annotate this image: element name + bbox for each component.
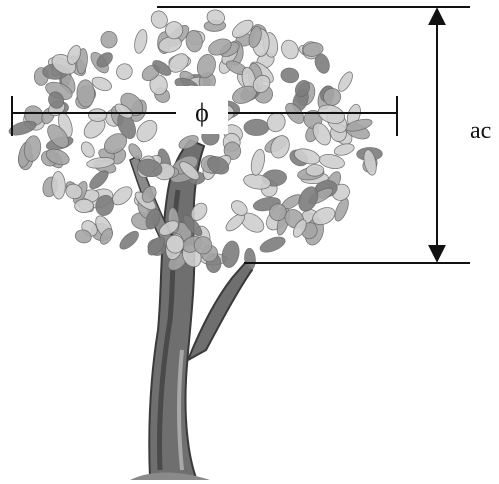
leaf <box>336 70 356 94</box>
tree-illustration <box>7 8 382 480</box>
tree-leaves <box>7 8 382 274</box>
leaf <box>133 28 150 54</box>
leaf <box>268 133 293 161</box>
leaf <box>79 140 97 160</box>
leaf <box>280 67 299 84</box>
leaf <box>126 141 144 161</box>
crown-height-label: ac <box>470 118 491 144</box>
leaf <box>249 148 267 177</box>
leaf <box>333 142 355 158</box>
crown-diameter-label: ϕ <box>195 98 209 127</box>
leaf <box>113 61 135 83</box>
leaf <box>194 236 212 254</box>
leaf <box>75 199 94 212</box>
leaf <box>244 119 269 135</box>
leaf <box>100 31 118 49</box>
leaf <box>279 37 302 61</box>
leaf <box>306 164 324 176</box>
leaf <box>220 239 242 269</box>
leaf <box>117 228 141 252</box>
leaf <box>88 108 107 121</box>
leaf <box>258 234 287 255</box>
leaf <box>87 168 111 192</box>
